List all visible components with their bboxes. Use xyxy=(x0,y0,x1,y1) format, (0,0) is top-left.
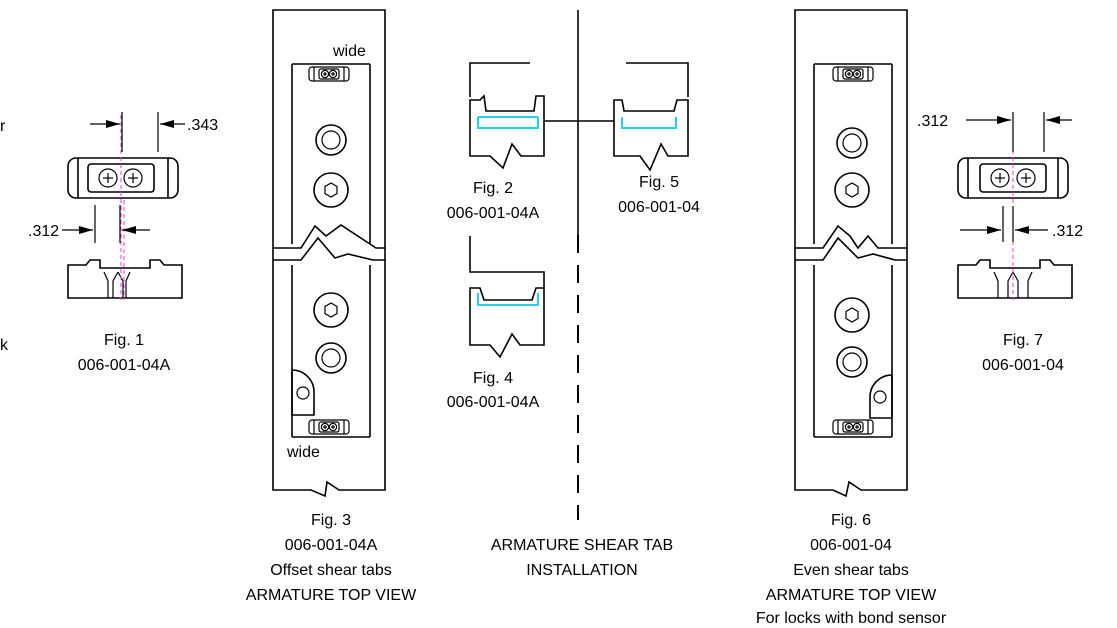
fig2-caption: Fig. 2 xyxy=(473,180,513,197)
fig7-dim-bottom-label: .312 xyxy=(1052,223,1083,240)
fig2-part-number: 006-001-04A xyxy=(447,205,540,222)
fig5-door-channel xyxy=(626,62,689,97)
edge-fragment-bottom: k xyxy=(0,337,9,354)
fig7-caption: Fig. 7 xyxy=(1003,332,1043,349)
fig6-line1: Even shear tabs xyxy=(793,562,909,579)
fig3-sensor-notch xyxy=(291,369,315,416)
fig4-caption: Fig. 4 xyxy=(473,370,513,387)
fig3-lock-recess-top xyxy=(291,63,371,244)
fig7-dimension-bottom xyxy=(960,206,1048,242)
fig3-bolt-heads xyxy=(313,124,349,374)
fig7-dim-top-label: .312 xyxy=(917,113,948,130)
fig3-line1: Offset shear tabs xyxy=(270,562,392,579)
fig6-part-number: 006-001-04 xyxy=(810,537,892,554)
fig5-part-number: 006-001-04 xyxy=(618,199,700,216)
fig4-door-channel xyxy=(469,236,545,288)
fig1-tab-side-view xyxy=(67,259,183,299)
fig5-armature-section xyxy=(613,99,689,172)
fig3-lock-recess-bottom xyxy=(291,265,371,438)
fig6-sensor-notch xyxy=(869,374,893,419)
fig1-dim-bottom-label: .312 xyxy=(28,223,59,240)
fig2-door-channel xyxy=(469,62,530,97)
fig3-wide-label-top: wide xyxy=(332,43,366,60)
fig2-armature-section xyxy=(469,94,545,170)
fig6-line2: ARMATURE TOP VIEW xyxy=(766,587,937,604)
fig3-line2: ARMATURE TOP VIEW xyxy=(246,587,417,604)
edge-fragment-top: r xyxy=(0,118,6,135)
center-title-line1: ARMATURE SHEAR TAB xyxy=(491,537,673,554)
fig1-dim-top-label: .343 xyxy=(187,117,218,134)
fig6-shear-tab-top xyxy=(833,67,873,81)
fig3-shear-tab-bottom xyxy=(309,420,349,434)
fig1-dimension-bottom xyxy=(62,205,150,243)
fig3-part-number: 006-001-04A xyxy=(285,537,378,554)
fig6-line3: For locks with bond sensor xyxy=(756,610,947,627)
fig3-wide-label-bottom: wide xyxy=(286,444,320,461)
fig4-armature-section xyxy=(469,287,545,359)
fig1-caption: Fig. 1 xyxy=(104,332,144,349)
fig3-armature-outline xyxy=(272,9,386,498)
fig7-dimension-top xyxy=(966,112,1072,152)
fig3-caption: Fig. 3 xyxy=(311,512,351,529)
fig4-part-number: 006-001-04A xyxy=(447,394,540,411)
center-title-line2: INSTALLATION xyxy=(526,562,637,579)
fig6-lock-recess-bottom xyxy=(813,265,893,438)
fig3-shear-tab-top xyxy=(309,67,349,81)
fig1-tab-top-view xyxy=(67,157,179,199)
fig1-dimension-top xyxy=(90,112,185,152)
fig6-lock-recess-top xyxy=(813,63,893,244)
fig5-caption: Fig. 5 xyxy=(639,174,679,191)
fig6-caption: Fig. 6 xyxy=(831,512,871,529)
fig1-centerlines xyxy=(120,115,125,300)
fig1-part-number: 006-001-04A xyxy=(78,357,171,374)
fig6-bolt-heads xyxy=(834,127,870,378)
fig6-shear-tab-bottom xyxy=(833,420,873,434)
fig7-tab-side-view xyxy=(957,259,1073,299)
fig6-armature-outline xyxy=(794,9,908,498)
fig7-part-number: 006-001-04 xyxy=(982,357,1064,374)
